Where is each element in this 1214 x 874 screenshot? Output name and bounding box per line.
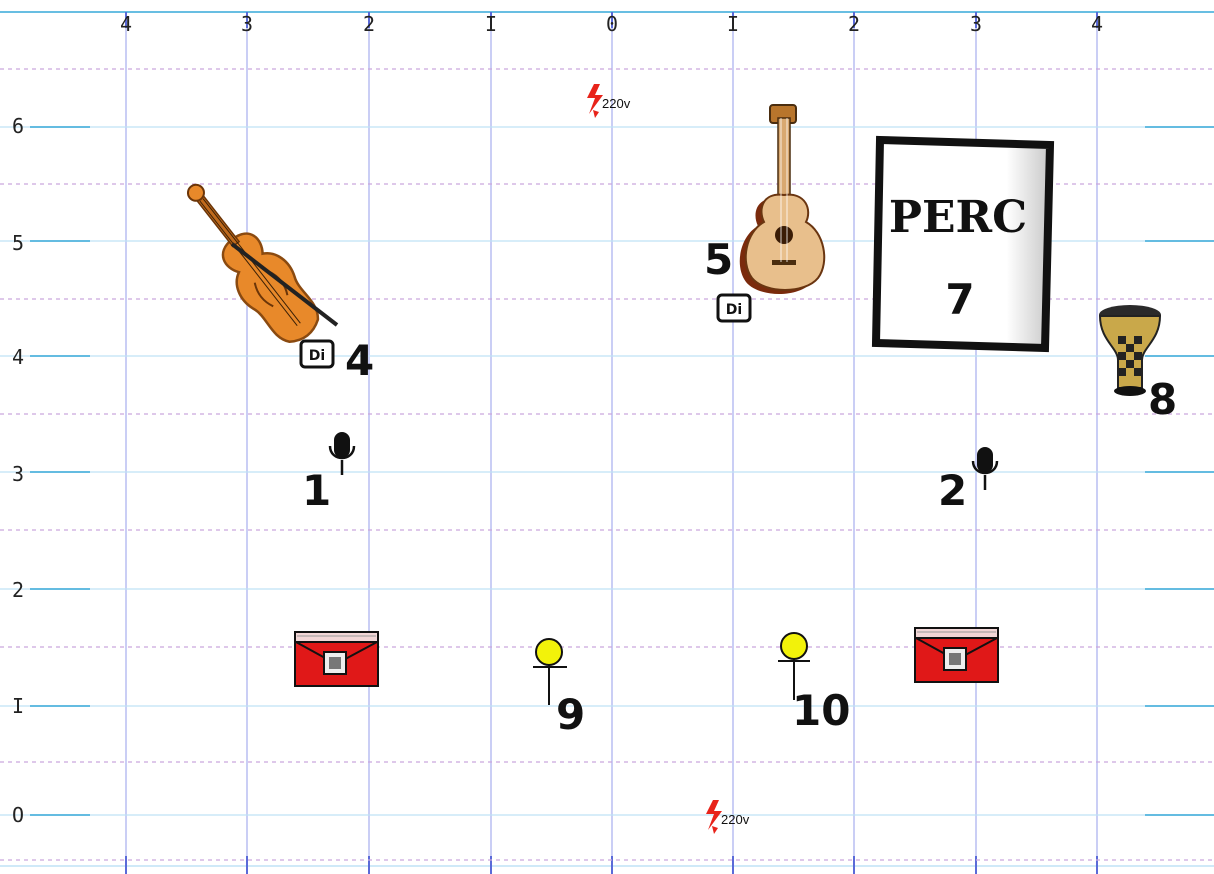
mic-2-number: 2 [938,466,967,515]
microphone-icon [330,432,354,475]
amp-right [915,628,998,682]
x-tick: 2 [848,12,860,36]
stand-9-number: 9 [556,690,585,739]
y-tick: I [12,694,24,718]
y-tick: 4 [12,345,24,369]
violin-icon [169,169,330,353]
y-tick: 3 [12,462,24,486]
di-box-label: Di [726,302,742,318]
y-tick: 6 [12,114,24,138]
guitar [740,105,824,294]
y-tick: 2 [12,578,24,602]
mic-1: 1 [302,432,354,515]
y-tick: 5 [12,231,24,255]
perc-area: PERC 7 [876,140,1050,348]
y-axis-ticks: 6 5 4 3 2 I O [12,114,24,827]
x-tick: 4 [120,12,132,36]
power-outlet-top: 220v [587,84,631,118]
di-box-label: Di [309,348,325,364]
di-box-1: Di [301,341,333,367]
power-outlet-label: 220v [721,812,750,827]
power-outlet-label: 220v [602,96,631,111]
x-tick: 3 [970,12,982,36]
guitar-number: 5 [704,235,733,284]
x-tick: 3 [241,12,253,36]
acoustic-guitar-icon [740,105,824,294]
darbuka-number: 8 [1148,375,1177,424]
violin-number: 4 [345,336,374,385]
perc-title: PERC [889,192,1027,243]
amp-left [295,632,378,686]
violin [169,169,337,353]
x-axis-ticks: 4 3 2 I 0 I 2 3 4 [120,12,1103,36]
stand-9: 9 [533,639,585,739]
x-tick: 0 [606,12,618,36]
amplifier-icon [915,628,998,682]
x-tick: I [727,12,739,36]
power-outlet-bottom: 220v [706,800,750,834]
stand-10-number: 10 [792,686,850,735]
power-outlet-icon [587,84,603,118]
perc-number: 7 [945,275,974,324]
mic-1-number: 1 [302,466,331,515]
x-tick: 4 [1091,12,1103,36]
stand-10: 10 [778,633,850,735]
x-tick: I [485,12,497,36]
y-tick: O [12,803,24,827]
power-outlet-icon [706,800,722,834]
x-tick: 2 [363,12,375,36]
amplifier-icon [295,632,378,686]
di-box-2: Di [718,295,750,321]
mic-2: 2 [938,447,997,515]
